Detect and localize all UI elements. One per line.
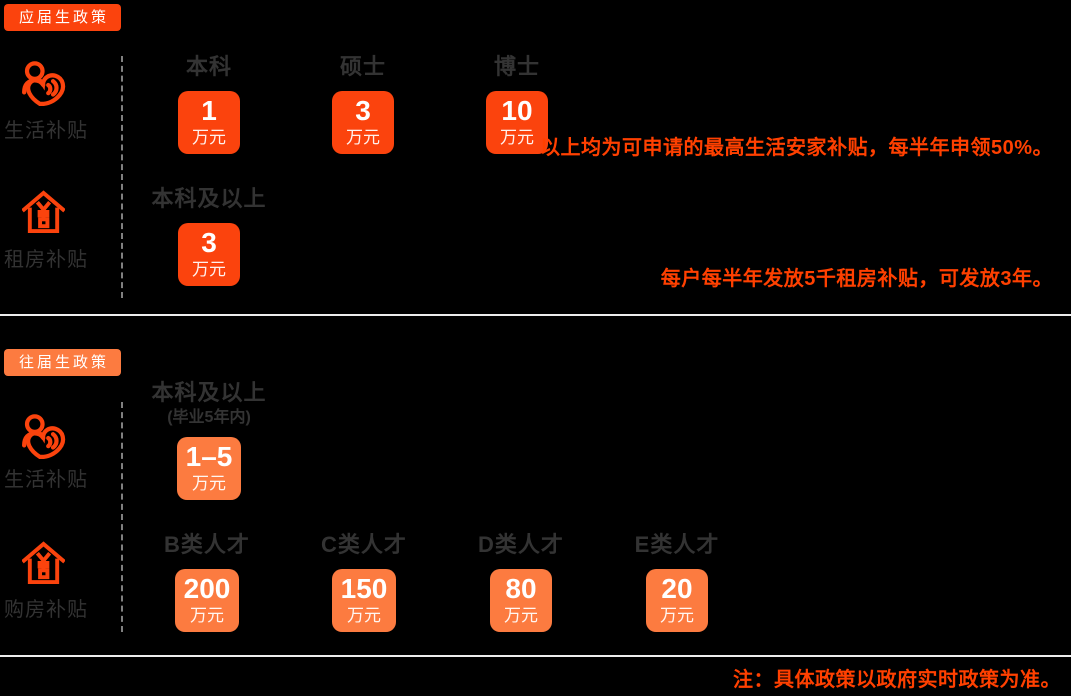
card-value: 1–5	[185, 441, 233, 472]
row-label-rent-subsidy: 租房补贴	[4, 249, 88, 271]
card-value: 1	[201, 95, 217, 126]
column-bachelor-within-5-years: 本科及以上 (毕业5年内) 1–5 万元	[129, 380, 289, 500]
row-label-living-subsidy: 生活补贴	[4, 120, 88, 142]
card-unit: 万元	[504, 606, 538, 625]
column-header: 本科及以上	[151, 186, 267, 211]
card-unit: 万元	[500, 128, 534, 147]
value-card: 1–5 万元	[176, 437, 242, 500]
column-header: 本科及以上	[151, 380, 267, 405]
column-phd: 博士 10 万元	[437, 54, 597, 154]
column-header: E类人才	[634, 532, 720, 557]
section-divider	[0, 314, 1071, 316]
badge-fresh-graduate-policy: 应届生政策	[4, 4, 122, 31]
care-icon	[20, 58, 68, 116]
column-bachelor-and-above: 本科及以上 3 万元	[129, 186, 289, 286]
card-value: 200	[183, 573, 231, 604]
care-icon	[20, 411, 68, 469]
column-subheader: (毕业5年内)	[167, 409, 251, 426]
badge-previous-graduate-policy: 往届生政策	[4, 349, 122, 376]
card-unit: 万元	[347, 606, 381, 625]
card-value: 150	[340, 573, 388, 604]
column-talent-d: D类人才 80 万元	[441, 532, 601, 632]
value-card: 10 万元	[486, 91, 548, 154]
rent-subsidy-annotation: 每户每半年发放5千租房补贴，可发放3年。	[660, 268, 1053, 290]
column-header: C类人才	[321, 532, 407, 557]
house-yuan-icon	[21, 189, 66, 241]
column-header: 硕士	[339, 54, 386, 79]
row-label-living-subsidy: 生活补贴	[4, 469, 88, 491]
column-header: B类人才	[164, 532, 250, 557]
value-card: 20 万元	[646, 569, 708, 632]
column-talent-e: E类人才 20 万元	[597, 532, 757, 632]
column-header: 博士	[493, 54, 540, 79]
column-bachelor: 本科 1 万元	[129, 54, 289, 154]
value-card: 3 万元	[178, 223, 240, 286]
card-unit: 万元	[192, 260, 226, 279]
footer-note: 注：具体政策以政府实时政策为准。	[733, 669, 1061, 691]
card-value: 10	[501, 95, 533, 126]
value-card: 3 万元	[332, 91, 394, 154]
column-talent-b: B类人才 200 万元	[127, 532, 287, 632]
card-unit: 万元	[192, 128, 226, 147]
value-card: 150 万元	[331, 569, 397, 632]
dashed-column-divider	[121, 402, 123, 632]
living-subsidy-annotation: 以上均为可申请的最高生活安家补贴，每半年申领50%。	[539, 137, 1053, 159]
column-talent-c: C类人才 150 万元	[284, 532, 444, 632]
card-unit: 万元	[190, 606, 224, 625]
column-header: 本科	[185, 54, 232, 79]
card-unit: 万元	[192, 474, 226, 493]
value-card: 80 万元	[490, 569, 552, 632]
house-yuan-icon	[21, 540, 66, 592]
footer-divider	[0, 655, 1071, 657]
row-label-home-purchase-subsidy: 购房补贴	[4, 599, 88, 621]
card-value: 20	[661, 573, 693, 604]
value-card: 200 万元	[174, 569, 240, 632]
card-value: 3	[201, 227, 217, 258]
card-unit: 万元	[346, 128, 380, 147]
card-unit: 万元	[660, 606, 694, 625]
column-header: D类人才	[478, 532, 564, 557]
card-value: 80	[505, 573, 537, 604]
dashed-column-divider	[121, 56, 123, 298]
column-master: 硕士 3 万元	[283, 54, 443, 154]
value-card: 1 万元	[178, 91, 240, 154]
card-value: 3	[355, 95, 371, 126]
